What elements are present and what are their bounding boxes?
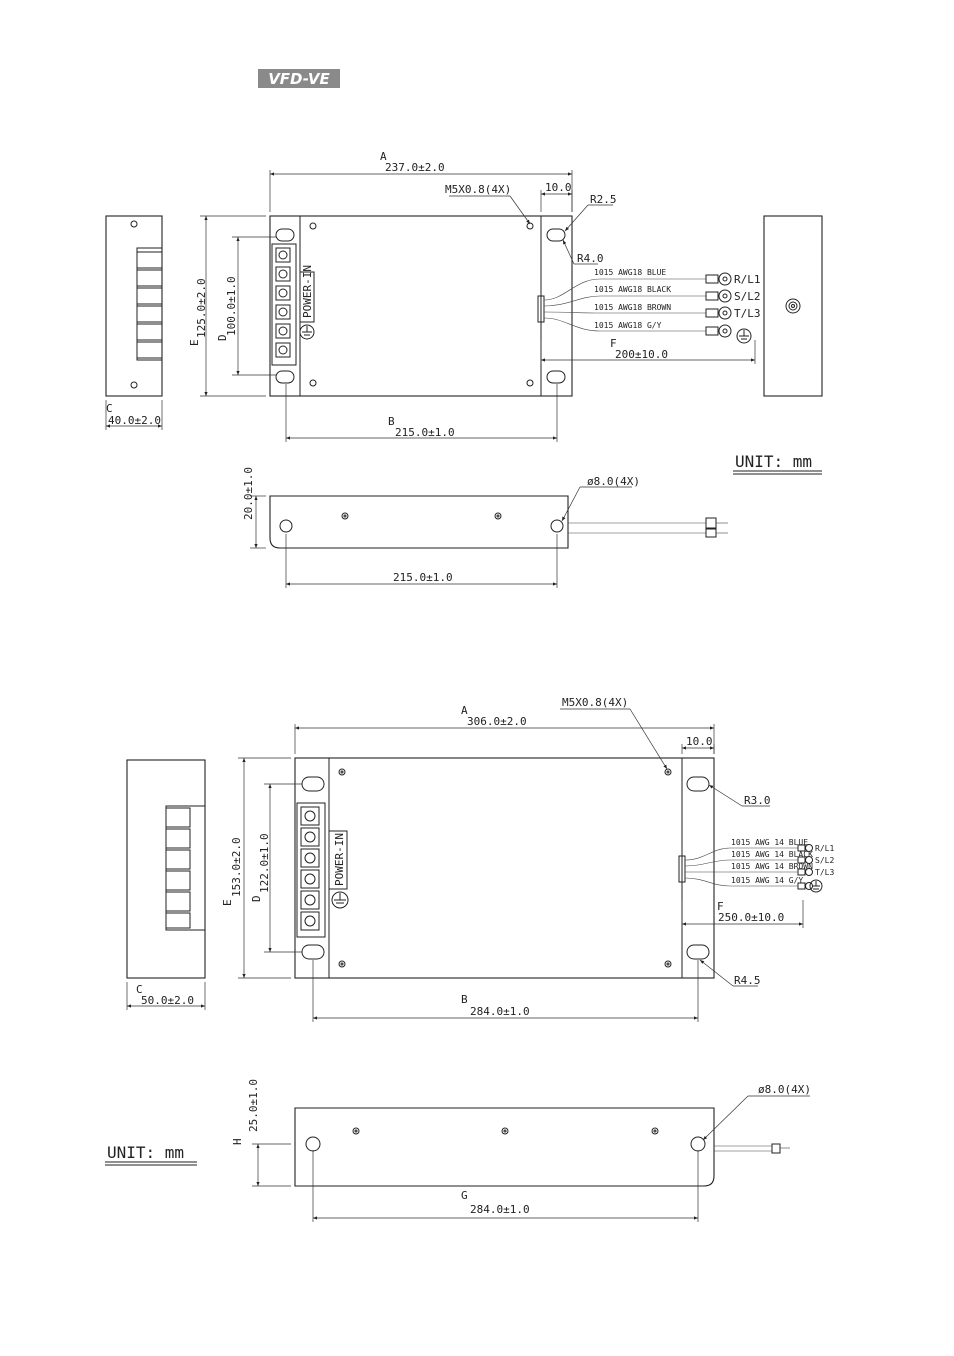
dim-e-value: 125.0±2.0	[195, 278, 208, 338]
wire-label: 1015 AWG 14 BLUE	[731, 838, 808, 847]
wire-label: 1015 AWG 14 G/Y	[731, 876, 803, 885]
dimension-e: E 125.0±2.0	[188, 215, 266, 397]
terminal-block-side	[165, 807, 191, 929]
end-view-right	[763, 215, 823, 397]
ground-icon	[736, 328, 752, 344]
side-view-left: C 40.0±2.0	[105, 215, 163, 430]
wire-label: 1015 AWG 14 BLACK	[731, 850, 813, 859]
power-in-label: POWER-IN	[333, 833, 346, 886]
wire-harness: 1015 AWG18 BLUE 1015 AWG18 BLACK 1015 AW…	[543, 268, 761, 344]
screw-callout: M5X0.8(4X)	[445, 183, 511, 196]
terminal-label: S/L2	[734, 290, 761, 303]
dim-a-letter: A	[461, 704, 468, 717]
front-view: ø8.0(4X) H 25.0±1.0 G 284.0±1.0	[231, 1079, 811, 1222]
hole-callout: ø8.0(4X)	[587, 475, 640, 488]
bottom-dim-value: 215.0±1.0	[393, 571, 453, 584]
dim-a-letter: A	[380, 150, 387, 163]
terminal-label: T/L3	[815, 868, 834, 877]
dim-f-value: 200±10.0	[615, 348, 668, 361]
dim-d-letter: D	[216, 334, 229, 341]
dimension-slot: 10.0	[681, 735, 715, 754]
dim-slot-value: 10.0	[545, 181, 572, 194]
wire-label: 1015 AWG18 BLUE	[594, 268, 666, 277]
terminal-label: R/L1	[815, 844, 834, 853]
logo-text: VFD-VE	[268, 70, 330, 88]
dim-b-value: 215.0±1.0	[395, 426, 455, 439]
dim-d-value: 100.0±1.0	[225, 276, 238, 336]
wire-label: 1015 AWG18 G/Y	[594, 321, 662, 330]
dim-b-letter: B	[461, 993, 468, 1006]
unit-label: UNIT: mm	[105, 1143, 197, 1166]
dim-a-value: 237.0±2.0	[385, 161, 445, 174]
unit-label: UNIT: mm	[733, 452, 822, 475]
terminal-label: R/L1	[734, 273, 761, 286]
screw-callout: M5X0.8(4X)	[562, 696, 628, 709]
dimension-f: F 250.0±10.0	[681, 900, 804, 928]
dim-d-letter: D	[250, 895, 263, 902]
terminal-block	[271, 243, 297, 366]
terminal-label: T/L3	[734, 307, 761, 320]
dimension-d: D 100.0±1.0	[216, 236, 276, 376]
dimension-d: D 122.0±1.0	[250, 783, 302, 953]
dim-d-value: 122.0±1.0	[258, 833, 271, 893]
terminal-label: S/L2	[815, 856, 834, 865]
dim-f-letter: F	[717, 900, 724, 913]
dimension-a: A 237.0±2.0	[269, 150, 573, 212]
top-view: POWER-IN	[294, 757, 715, 979]
radius-callout-1: R2.5	[590, 193, 617, 206]
bottom-dim-value: 284.0±1.0	[470, 1203, 530, 1216]
dim-a-value: 306.0±2.0	[467, 715, 527, 728]
terminal-block-side	[136, 251, 163, 359]
front-view: ø8.0(4X) 20.0±1.0 215.0±1.0	[242, 467, 728, 588]
wire-harness: 1015 AWG 14 BLUE 1015 AWG 14 BLACK 1015 …	[684, 838, 834, 893]
unit-text: UNIT: mm	[735, 452, 812, 471]
leaders: M5X0.8(4X) R2.5 R4.0	[445, 183, 617, 265]
wire-label: 1015 AWG18 BLACK	[594, 285, 671, 294]
radius-callout-2: R4.5	[734, 974, 761, 987]
dimension-b: B 215.0±1.0	[285, 384, 558, 442]
wire-label: 1015 AWG 14 BROWN	[731, 862, 813, 871]
radius-callout-1: R3.0	[744, 794, 771, 807]
ground-icon	[299, 324, 315, 340]
power-in-label: POWER-IN	[301, 265, 314, 318]
terminal-block	[296, 802, 326, 938]
dim-h-letter: H	[231, 1138, 244, 1145]
filter-drawing-large: C 50.0±2.0	[105, 696, 834, 1222]
leaders: M5X0.8(4X) R3.0 R4.5	[560, 696, 771, 987]
wire-label: 1015 AWG18 BROWN	[594, 303, 671, 312]
dim-f-letter: F	[610, 337, 617, 350]
height-value: 25.0±1.0	[247, 1079, 260, 1132]
radius-callout-2: R4.0	[577, 252, 604, 265]
hole-callout: ø8.0(4X)	[758, 1083, 811, 1096]
dim-b-letter: B	[388, 415, 395, 428]
dim-b-value: 284.0±1.0	[470, 1005, 530, 1018]
dim-c-value: 40.0±2.0	[108, 414, 161, 427]
dim-c-letter: C	[106, 402, 113, 415]
dim-c-value: 50.0±2.0	[141, 994, 194, 1007]
ground-icon	[809, 879, 823, 893]
filter-drawing-small: C 40.0±2.0	[105, 150, 823, 588]
dimension-f: F 200±10.0	[540, 337, 756, 364]
side-view-left: C 50.0±2.0	[126, 759, 206, 1010]
dim-e-value: 153.0±2.0	[230, 837, 243, 897]
dimension-slot: 10.0	[540, 181, 573, 212]
height-value: 20.0±1.0	[242, 467, 255, 520]
dimension-e: E 153.0±2.0	[221, 757, 291, 979]
dim-slot-value: 10.0	[686, 735, 713, 748]
logo: VFD-VE	[258, 69, 340, 88]
dim-f-value: 250.0±10.0	[718, 911, 784, 924]
dim-c-letter: C	[136, 983, 143, 996]
dimension-b: B 284.0±1.0	[312, 960, 699, 1022]
ground-icon	[331, 891, 349, 909]
dim-e-letter: E	[221, 899, 234, 906]
unit-text: UNIT: mm	[107, 1143, 184, 1162]
top-view: POWER-IN	[269, 215, 573, 397]
dim-g-letter: G	[461, 1189, 468, 1202]
dimension-a: A 306.0±2.0	[294, 704, 715, 754]
dim-e-letter: E	[188, 339, 201, 346]
